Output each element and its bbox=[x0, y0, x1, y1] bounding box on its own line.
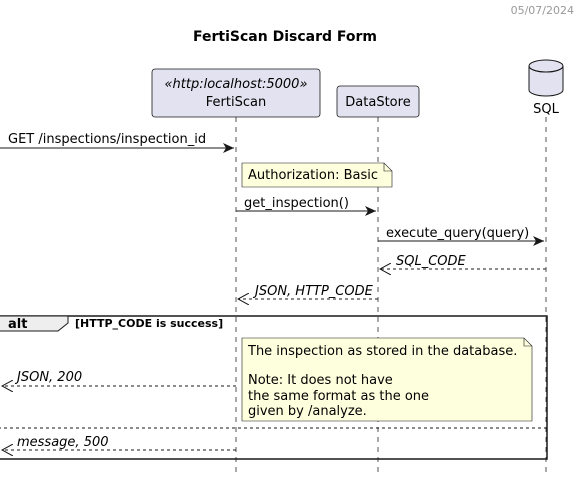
message-label: SQL_CODE bbox=[396, 254, 467, 269]
participant-fertiscan-stereotype: «http:localhost:5000» bbox=[165, 77, 308, 92]
note-authorization: Authorization: Basic bbox=[241, 162, 393, 188]
participant-datastore: DataStore bbox=[336, 85, 420, 118]
diagram-date: 05/07/2024 bbox=[511, 4, 574, 17]
message-label: execute_query(query) bbox=[386, 226, 529, 241]
message-label: GET /inspections/inspection_id bbox=[8, 132, 206, 147]
participant-fertiscan: «http:localhost:5000» FertiScan bbox=[151, 68, 321, 118]
alt-keyword: alt bbox=[8, 317, 27, 332]
note-text: given by /analyze. bbox=[248, 404, 367, 419]
database-icon bbox=[528, 59, 564, 97]
note-text: Note: It does not have bbox=[248, 373, 393, 388]
participant-datastore-name: DataStore bbox=[345, 95, 410, 110]
participant-fertiscan-name: FertiScan bbox=[206, 95, 266, 110]
note-stored-inspection: The inspection as stored in the database… bbox=[241, 337, 533, 422]
note-text: Authorization: Basic bbox=[248, 168, 378, 183]
participant-sql: SQL bbox=[528, 59, 564, 117]
alt-guard: [HTTP_CODE is success] bbox=[75, 317, 223, 330]
message-label: message, 500 bbox=[17, 435, 109, 450]
message-label: get_inspection() bbox=[244, 196, 349, 211]
diagram-title: FertiScan Discard Form bbox=[193, 29, 377, 45]
note-text: the same format as the one bbox=[248, 389, 429, 404]
note-text: The inspection as stored in the database… bbox=[247, 344, 517, 359]
participant-sql-name: SQL bbox=[533, 102, 559, 117]
message-label: JSON, 200 bbox=[14, 370, 82, 385]
message-label: JSON, HTTP_CODE bbox=[252, 284, 374, 299]
alt-fragment: alt [HTTP_CODE is success] bbox=[0, 315, 548, 460]
